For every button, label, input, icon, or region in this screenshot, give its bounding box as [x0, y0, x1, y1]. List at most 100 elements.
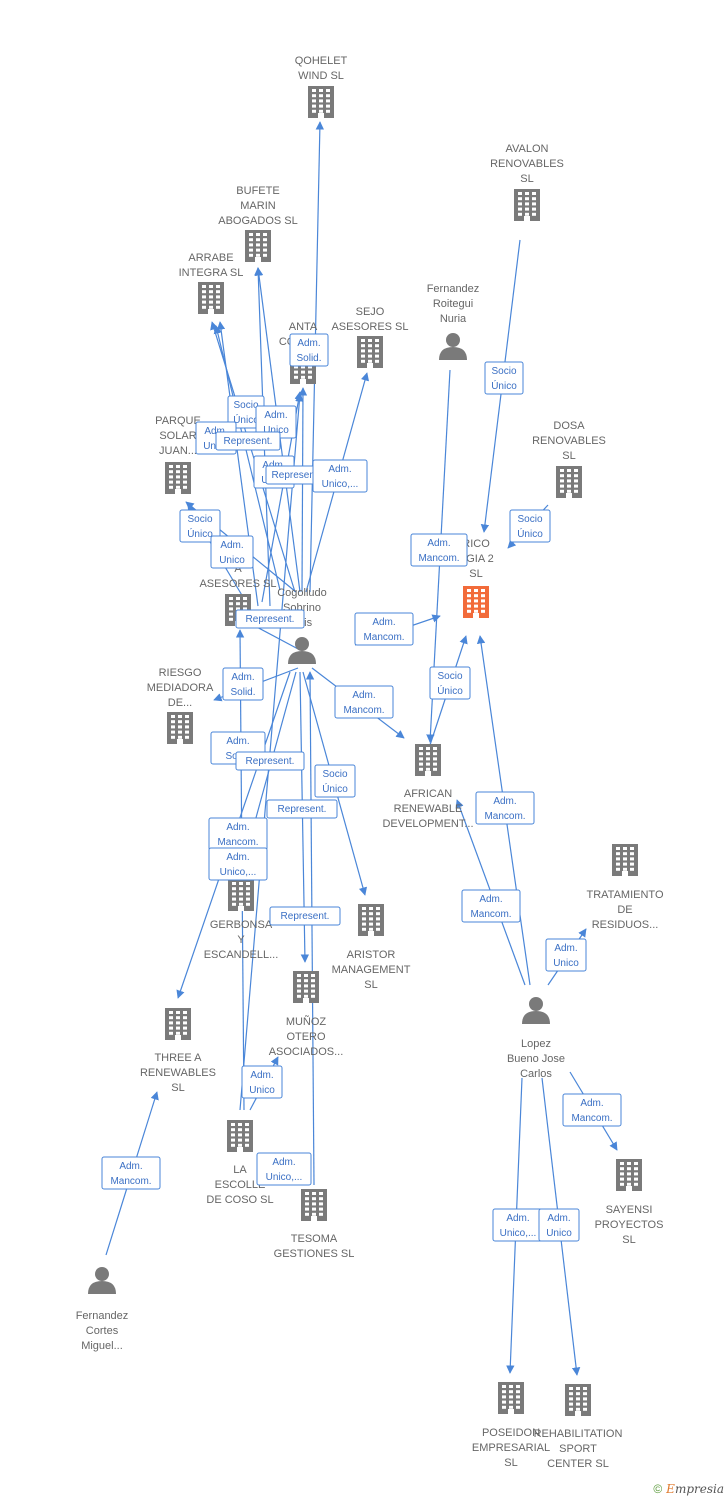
edge-label-text: Adm.: [264, 410, 287, 421]
building-window: [183, 480, 187, 484]
building-window: [178, 725, 182, 729]
edge-label-text: Adm.: [372, 617, 395, 628]
company-node[interactable]: PARQUESOLARJUAN...: [155, 415, 201, 494]
person-head: [529, 997, 543, 1011]
edge-label[interactable]: Adm.Mancom.: [101, 1156, 161, 1190]
edge-label-box: [484, 361, 524, 395]
edge-label[interactable]: Adm.Mancom.: [354, 612, 414, 646]
edge-label[interactable]: Adm.Mancom.: [410, 533, 468, 567]
edge-label[interactable]: Adm.Unico,...: [492, 1208, 544, 1242]
edge-label[interactable]: Adm.Unico: [241, 1065, 283, 1099]
building-door: [575, 1411, 581, 1416]
edge-label[interactable]: Represent.: [215, 431, 281, 451]
company-node[interactable]: MUÑOZOTEROASOCIADOS...: [269, 971, 344, 1058]
building-window: [627, 1177, 631, 1181]
edge-label-box: [312, 459, 368, 493]
edge-label-text: Unico: [219, 555, 245, 566]
building-window: [311, 974, 315, 977]
building-window: [368, 354, 372, 358]
edge-label-text: Unico: [553, 958, 579, 969]
building-window: [516, 1395, 520, 1399]
person-node[interactable]: FernandezCortesMiguel...: [76, 1267, 129, 1352]
edge-label-box: [208, 847, 268, 881]
building-window: [516, 1385, 520, 1388]
company-node[interactable]: TRATAMIENTODERESIDUOS...: [587, 844, 664, 931]
edge-label[interactable]: Represent.: [235, 609, 305, 629]
edge-label-text: Represent.: [224, 436, 273, 447]
edge-label[interactable]: Adm.Unico,...: [312, 459, 368, 493]
building-window: [361, 359, 365, 363]
edge-label-box: [241, 1065, 283, 1099]
building-window: [263, 253, 267, 257]
building-window: [312, 1192, 316, 1195]
building-window: [426, 767, 430, 771]
building-window: [509, 1405, 513, 1409]
edge-label[interactable]: Represent.: [235, 751, 305, 771]
edge-label[interactable]: Adm.Solid.: [222, 667, 264, 701]
edge-label[interactable]: Adm.Unico: [545, 938, 587, 972]
building-window: [238, 1138, 242, 1142]
building-window: [263, 233, 267, 236]
building-icon: [565, 1384, 591, 1416]
node-label-line: CENTER SL: [547, 1458, 609, 1470]
building-window: [419, 762, 423, 766]
relation-edge: [298, 387, 308, 593]
node-label-line: DE: [617, 904, 632, 916]
building-window: [232, 902, 236, 906]
node-label-line: THREE A: [154, 1052, 202, 1064]
edge-label[interactable]: Adm.Mancom.: [562, 1093, 622, 1127]
building-window: [312, 1202, 316, 1206]
edge-label[interactable]: Adm.Mancom.: [208, 817, 268, 851]
building-window: [305, 1202, 309, 1206]
node-label-line: JUAN...: [159, 445, 197, 457]
building-window: [229, 597, 233, 600]
edge-label[interactable]: Represent.: [269, 906, 341, 926]
building-window: [238, 1128, 242, 1132]
building-window: [256, 243, 260, 247]
edge-label[interactable]: Adm.Mancom.: [475, 791, 535, 825]
company-node[interactable]: AFRICANRENEWABLEDEVELOPMENT...: [382, 744, 474, 830]
edge-label-box: [256, 1152, 312, 1186]
node-label-line: SEJO: [356, 306, 385, 318]
building-window: [232, 892, 236, 896]
company-node[interactable]: GERBONSAYESCANDELL...: [204, 879, 279, 961]
edge-label[interactable]: Adm.Solid.: [289, 333, 329, 367]
edge-label-text: Único: [437, 684, 463, 697]
company-node[interactable]: RIESGOMEDIADORADE...: [147, 667, 214, 744]
building-window: [263, 238, 267, 242]
building-window: [567, 489, 571, 493]
building-window: [467, 594, 471, 598]
building-window: [509, 1400, 513, 1404]
node-label-line: TESOMA: [291, 1233, 338, 1245]
edge-label[interactable]: Adm.Mancom.: [334, 685, 394, 719]
edge-label[interactable]: Adm.Unico,...: [208, 847, 268, 881]
edge-label[interactable]: Represent.: [266, 799, 338, 819]
building-window: [231, 1123, 235, 1126]
edge-label[interactable]: Adm.Unico,...: [256, 1152, 312, 1186]
edge-label[interactable]: Adm.Unico: [210, 535, 254, 569]
edge-label[interactable]: Adm.Mancom.: [461, 889, 521, 923]
edge-label[interactable]: Adm.Unico: [538, 1208, 580, 1242]
building-window: [518, 202, 522, 206]
